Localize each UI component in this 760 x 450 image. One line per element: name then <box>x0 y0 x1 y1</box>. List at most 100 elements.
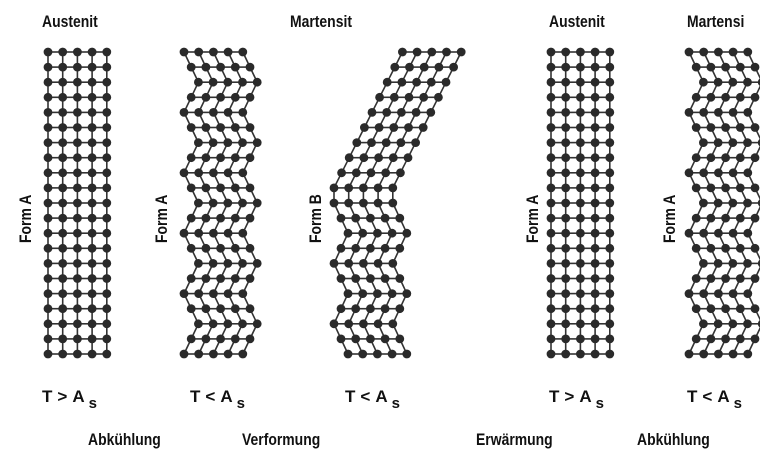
lattice-atom <box>691 92 701 102</box>
lattice-atom <box>590 183 600 193</box>
lattice-atom <box>743 289 753 298</box>
lattice-atom <box>576 198 585 208</box>
lattice-atom <box>230 153 240 163</box>
lattice-atom <box>750 213 760 223</box>
lattice-atom <box>73 47 82 57</box>
lattice-atom <box>389 123 399 132</box>
lattice-atom <box>691 183 701 193</box>
lattice-atom <box>336 334 346 344</box>
lattice-atom <box>605 62 615 72</box>
lattice-atom <box>58 304 68 314</box>
lattice-atom <box>73 138 82 148</box>
lattice-atom <box>395 274 405 283</box>
lattice-atom <box>351 334 361 344</box>
lattice-atom <box>590 349 600 359</box>
lattice-atom <box>351 274 361 283</box>
lattice-atom <box>102 334 112 344</box>
lattice-atom <box>389 92 399 102</box>
lattice-atom <box>194 47 204 57</box>
lattice-atom <box>395 334 405 344</box>
lattice-atom <box>230 213 240 223</box>
lattice-atom <box>590 289 600 298</box>
lattice-atom <box>412 77 421 87</box>
lattice-atom <box>373 228 382 238</box>
lattice-atom <box>605 319 615 329</box>
lattice-atom <box>396 168 405 178</box>
lattice-atom <box>728 198 738 208</box>
lattice-martensit-2 <box>684 47 760 359</box>
lattice-atom <box>252 77 262 87</box>
lattice-atom <box>58 198 68 208</box>
lattice-atom <box>87 92 97 102</box>
lattice-atom <box>434 92 443 102</box>
lattice-atom <box>252 259 262 268</box>
lattice-atom <box>750 274 760 283</box>
transition-verformung: Verformung <box>242 430 321 449</box>
lattice-atom <box>230 92 240 102</box>
lattice-atom <box>699 228 709 238</box>
lattice-atom <box>743 228 753 238</box>
lattice-atom <box>576 183 585 193</box>
lattice-atom <box>58 108 68 117</box>
lattice-atom <box>216 62 226 72</box>
lattice-atom <box>373 198 383 208</box>
lattice-atom <box>561 138 571 148</box>
lattice-atom <box>209 47 218 57</box>
lattice-atom <box>223 138 233 148</box>
form-label-3: Form B <box>306 194 325 243</box>
lattice-atom <box>87 183 97 193</box>
lattice-atom <box>576 274 585 283</box>
lattice-atom <box>699 259 708 268</box>
lattice-atom <box>245 274 255 283</box>
lattice-atom <box>706 304 716 314</box>
lattice-atom <box>576 213 585 223</box>
lattice-atom <box>58 153 68 163</box>
lattice-atom <box>576 289 585 298</box>
lattice-atom <box>561 228 571 238</box>
lattice-atom <box>713 319 723 329</box>
lattice-atom <box>706 92 716 102</box>
lattice-atom <box>87 62 97 72</box>
lattice-atom <box>359 198 368 208</box>
lattice-atom <box>576 153 585 163</box>
lattice-atom <box>546 92 556 102</box>
lattice-atom <box>87 334 97 344</box>
lattice-atom <box>358 289 368 298</box>
lattice-atom <box>359 183 368 193</box>
lattice-atom <box>43 334 53 344</box>
lattice-atom <box>58 123 68 132</box>
lattice-atom <box>43 183 53 193</box>
lattice-atom <box>245 123 255 132</box>
lattice-atom <box>186 304 196 314</box>
lattice-atom <box>351 243 361 253</box>
lattice-atom <box>381 138 391 148</box>
lattice-atom <box>201 92 211 102</box>
lattice-atom <box>456 47 466 57</box>
lattice-atom <box>359 259 368 268</box>
lattice-atom <box>684 228 694 238</box>
lattice-atom <box>43 198 53 208</box>
lattice-atom <box>699 108 709 117</box>
lattice-atom <box>73 168 82 178</box>
lattice-atom <box>546 168 556 178</box>
lattice-atom <box>58 183 68 193</box>
lattice-atom <box>426 77 436 87</box>
lattice-atom <box>230 304 240 314</box>
lattice-atom <box>58 274 68 283</box>
lattice-atom <box>546 259 556 268</box>
lattice-atom <box>201 274 211 283</box>
lattice-atom <box>605 138 615 148</box>
form-label-5: Form A <box>660 194 679 243</box>
lattice-atom <box>735 183 745 193</box>
lattice-atom <box>43 138 53 148</box>
lattice-atom <box>721 304 730 314</box>
lattice-atom <box>605 47 615 57</box>
lattice-atom <box>699 47 709 57</box>
lattice-atom <box>380 304 390 314</box>
lattice-atom <box>43 108 53 117</box>
lattice-atom <box>750 304 760 314</box>
lattice-atom <box>366 243 375 253</box>
lattice-atom <box>374 153 383 163</box>
lattice-atom <box>194 349 204 359</box>
lattice-atom <box>605 213 615 223</box>
